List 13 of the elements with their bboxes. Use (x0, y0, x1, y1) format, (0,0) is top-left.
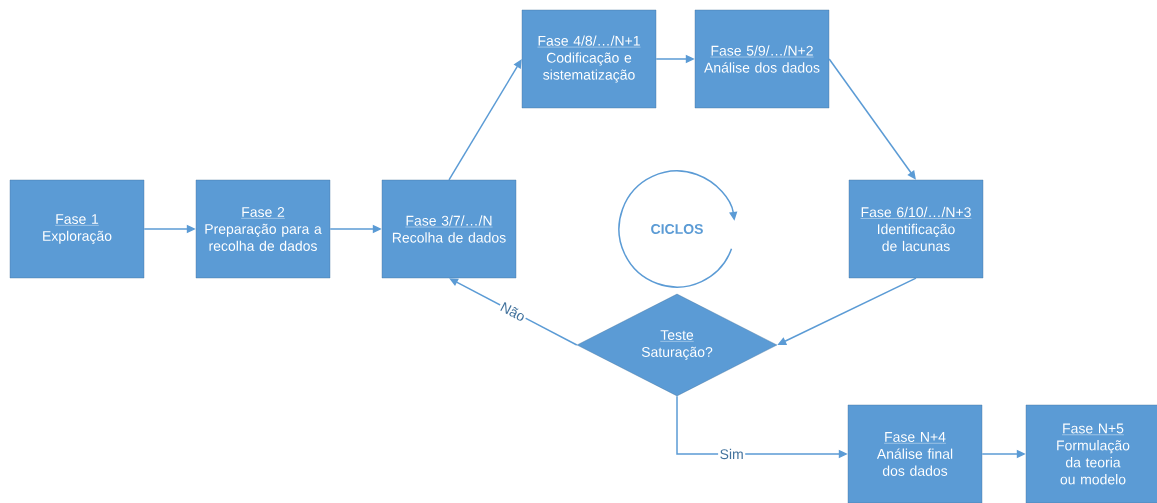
process-box: Fase N+4 Análise final dos dados (847, 404, 983, 503)
process-box: Fase 6/10/…/N+3 Identificação de lacunas (848, 179, 984, 279)
arrow (828, 58, 916, 180)
edge-label: Não (497, 299, 529, 325)
process-box: Fase N+5 Formulação da teoria ou modelo (1025, 404, 1157, 503)
process-box: Fase 1 Exploração (9, 179, 145, 279)
process-box: Fase 3/7/…/N Recolha de dados (381, 179, 517, 279)
arrow (448, 59, 522, 181)
process-box: Fase 5/9/…/N+2 Análise dos dados (694, 9, 830, 109)
process-box: Fase 4/8/…/N+1 Codificação e sistematização (521, 9, 657, 109)
node-label: CICLOS (651, 224, 703, 234)
edge-label: Sim (718, 447, 746, 461)
process-box: Fase 2 Preparação para a recolha de dados (195, 179, 331, 279)
